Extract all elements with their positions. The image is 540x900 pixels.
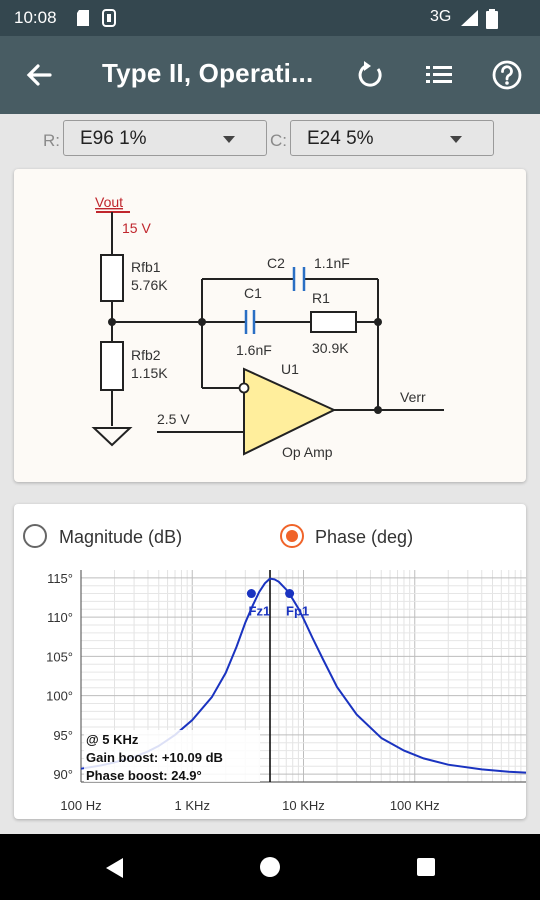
page-title: Type II, Operati... [102,58,314,88]
y-tick-label: 100° [46,689,73,704]
c2-capacitor [292,267,306,291]
x-tick-label: 1 KHz [175,798,210,813]
plot-mode-selector: Magnitude (dB) Phase (deg) [14,504,526,570]
verr-label: Verr [400,389,426,405]
phase-label[interactable]: Phase (deg) [315,527,414,547]
network-type: 3G [430,8,452,25]
annotation-gain-boost: Gain boost: +10.09 dB [86,750,223,765]
rfb1-value: 5.76K [131,277,168,293]
c2-name: C2 [267,255,285,271]
capacitor-series-label: C: [270,131,287,150]
phase-chart: 90° 95° 100° 105° 110° 115° 100 Hz 1 KHz 10 KHz… [46,570,526,813]
c1-name: C1 [244,285,262,301]
x-tick-label: 10 KHz [282,798,325,813]
rfb2-value: 1.15K [131,365,168,381]
vref-label: 2.5 V [157,411,190,427]
annotation-frequency: @ 5 KHz [86,732,139,747]
nav-back-icon[interactable] [103,856,125,880]
usb-debug-icon [102,9,116,27]
r1-resistor [310,311,357,333]
refresh-icon[interactable] [354,58,388,92]
rfb2-name: Rfb2 [131,347,161,363]
sd-card-icon [77,10,89,26]
annotation-phase-boost: Phase boost: 24.9° [86,768,202,783]
app-bar: Type II, Operati... [0,36,540,114]
navigation-bar [0,834,540,900]
rfb1-name: Rfb1 [131,259,161,275]
y-tick-label: 105° [46,649,73,664]
status-time: 10:08 [14,8,57,27]
marker-point [285,589,295,599]
marker-point [246,589,256,599]
y-tick-label: 95° [53,728,73,743]
r1-value: 30.9K [312,340,349,356]
magnitude-label[interactable]: Magnitude (dB) [59,527,183,547]
resistor-series-dropdown[interactable]: E96 1% [63,120,267,156]
resistor-series-value: E96 1% [80,128,147,149]
x-tick-label: 100 KHz [390,798,440,813]
chevron-down-icon [223,136,235,143]
bode-plot-card: Magnitude (dB) Phase (deg) 90° 95° 100° 105… [14,504,526,819]
u1-name: U1 [281,361,299,377]
rfb1-resistor [100,254,124,302]
status-bar: 10:08 3G [0,0,540,36]
series-selectors: R: E96 1% C: E24 5% [0,114,540,166]
marker-label: Fz1 [249,604,271,619]
back-arrow-icon[interactable] [22,58,56,92]
resistor-series-label: R: [43,131,60,150]
vout-label: Vout [95,194,123,210]
circuit-card: Vout 15 V Rfb1 5.76K Rfb2 1.15K C2 1.1nF… [14,169,526,482]
y-tick-label: 110° [47,610,73,625]
signal-icon [461,10,478,26]
vout-voltage: 15 V [122,220,151,236]
y-tick-label: 115° [47,571,73,586]
r1-name: R1 [312,290,330,306]
circuit-schematic: Vout 15 V Rfb1 5.76K Rfb2 1.15K C2 1.1nF… [91,194,444,460]
marker-label: Fp1 [286,604,309,619]
magnitude-radio[interactable] [23,524,47,548]
c2-value: 1.1nF [314,255,350,271]
help-icon[interactable] [490,58,524,92]
boost-annotation: @ 5 KHz Gain boost: +10.09 dB Phase boos… [84,730,260,783]
op-amp-label: Op Amp [282,444,333,460]
y-tick-label: 90° [53,767,73,782]
battery-icon [486,9,498,29]
capacitor-series-value: E24 5% [307,128,374,149]
c1-capacitor [244,310,256,334]
nav-home-icon[interactable] [259,856,281,878]
phase-radio[interactable] [280,524,304,548]
capacitor-series-dropdown[interactable]: E24 5% [290,120,494,156]
op-amp [243,367,337,456]
chevron-down-icon [450,136,462,143]
x-tick-label: 100 Hz [60,798,101,813]
nav-recents-icon[interactable] [416,857,436,877]
rfb2-resistor [100,341,124,391]
c1-value: 1.6nF [236,342,272,358]
list-icon[interactable] [422,58,456,92]
